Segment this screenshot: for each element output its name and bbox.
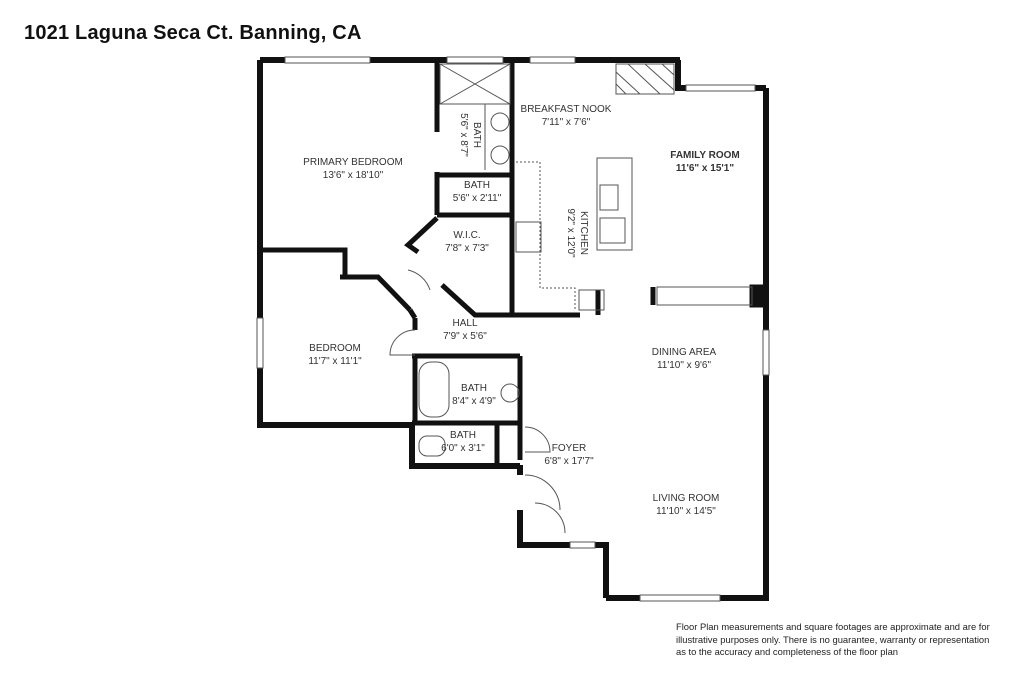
room-name: BATH [471,122,482,148]
page-title: 1021 Laguna Seca Ct. Banning, CA [24,22,362,44]
exterior-walls [257,57,769,601]
room-label-primary-wc: BATH 5'6" x 2'11" [453,179,502,205]
room-dims: 11'10" x 9'6" [656,360,712,371]
room-name: W.I.C. [453,230,481,241]
room-name: FOYER [551,443,587,454]
room-dims: 11'6" x 15'1" [675,163,735,174]
room-label-family-room: FAMILY ROOM 11'6" x 15'1" [670,149,739,175]
room-dims: 9'2" x 12'0" [565,208,576,258]
room-name: BEDROOM [309,343,361,354]
room-dims: 5'6" x 8'7" [458,113,469,157]
room-dims: 7'11" x 7'6" [541,117,591,128]
room-dims: 7'9" x 5'6" [443,331,487,342]
room-label-primary-bath: BATH 5'6" x 8'7" [457,113,483,157]
room-name: PRIMARY BEDROOM [303,157,403,168]
windows [256,56,770,602]
room-label-primary-bedroom: PRIMARY BEDROOM 13'6" x 18'10" [303,156,403,182]
room-name: BREAKFAST NOOK [520,104,612,115]
room-name: BATH [450,430,476,441]
room-dims: 13'6" x 18'10" [322,170,384,181]
room-label-living-room: LIVING ROOM 11'10" x 14'5" [653,492,720,518]
room-dims: 6'0" x 3'1" [441,443,485,454]
room-dims: 6'8" x 17'7" [544,456,594,467]
room-label-breakfast-nook: BREAKFAST NOOK 7'11" x 7'6" [521,103,612,129]
room-label-bedroom: BEDROOM 11'7" x 11'1" [308,342,361,368]
disclaimer-line: Floor Plan measurements and square foota… [676,621,990,632]
room-dims: 5'6" x 2'11" [452,193,502,204]
room-dims: 11'10" x 14'5" [656,506,716,517]
room-dims: 8'4" x 4'9" [452,396,496,407]
room-label-kitchen: KITCHEN 9'2" x 12'0" [564,208,590,257]
room-dims: 11'7" x 11'1" [308,356,362,367]
room-dims: 7'8" x 7'3" [445,243,489,254]
room-name: BATH [461,383,487,394]
disclaimer-text: Floor Plan measurements and square foota… [676,621,1016,659]
room-name: BATH [464,180,490,191]
room-name: LIVING ROOM [652,493,720,504]
interior-walls [260,60,767,466]
room-label-hall-bath: BATH 8'4" x 4'9" [452,382,496,408]
room-name: DINING AREA [651,347,717,358]
disclaimer-line: illustrative purposes only. There is no … [676,633,990,645]
room-name: FAMILY ROOM [670,150,740,161]
room-label-dining-area: DINING AREA 11'10" x 9'6" [652,346,716,372]
room-label-foyer: FOYER 6'8" x 17'7" [544,442,593,468]
room-name: KITCHEN [578,211,589,255]
room-name: HALL [452,318,478,329]
fixtures [389,63,753,534]
room-label-wic: W.I.C. 7'8" x 7'3" [445,229,489,255]
room-label-powder-bath: BATH 6'0" x 3'1" [441,429,485,455]
room-label-hall: HALL 7'9" x 5'6" [443,317,487,343]
disclaimer-line: as to the accuracy and completeness of t… [676,646,899,657]
